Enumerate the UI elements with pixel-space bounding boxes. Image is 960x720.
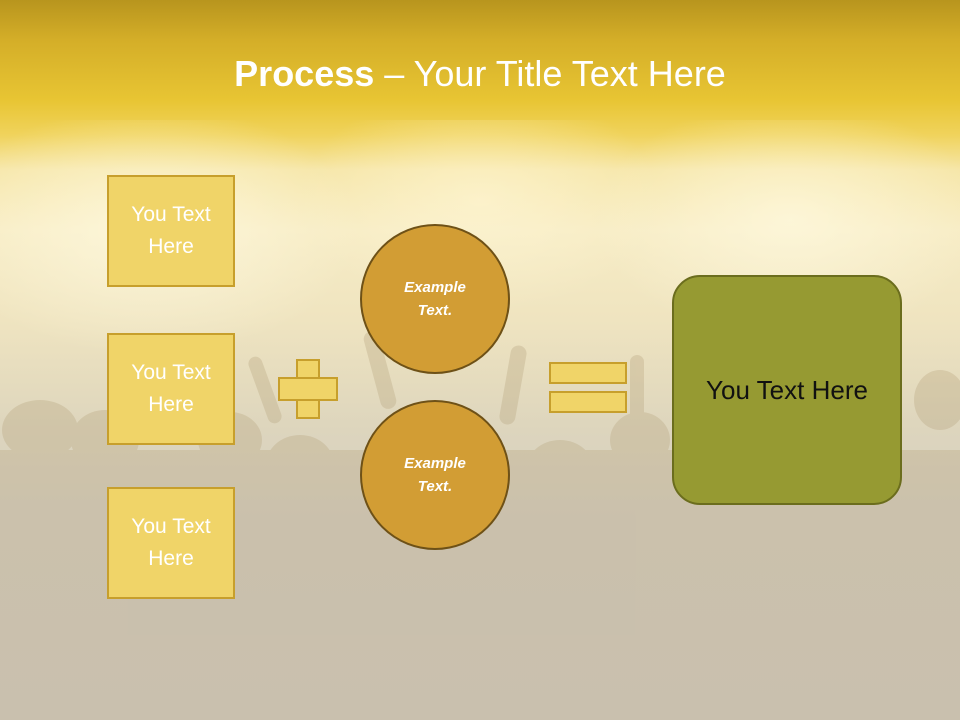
input-box-label: You Text Here xyxy=(131,203,211,258)
example-circle-1: Example Text. xyxy=(360,224,510,374)
input-box-2: You Text Here xyxy=(107,333,235,445)
result-box: You Text Here xyxy=(672,275,902,505)
input-box-3: You Text Here xyxy=(107,487,235,599)
result-label: You Text Here xyxy=(706,375,868,405)
input-box-1: You Text Here xyxy=(107,175,235,287)
slide-title: Process – Your Title Text Here xyxy=(0,50,960,98)
example-circle-2: Example Text. xyxy=(360,400,510,550)
input-box-label: You Text Here xyxy=(131,361,211,416)
input-box-label: You Text Here xyxy=(131,515,211,570)
circle-label: Example Text. xyxy=(404,455,466,495)
circle-label: Example Text. xyxy=(404,279,466,319)
title-bold-word: Process xyxy=(234,53,375,94)
title-rest: – Your Title Text Here xyxy=(374,53,726,94)
